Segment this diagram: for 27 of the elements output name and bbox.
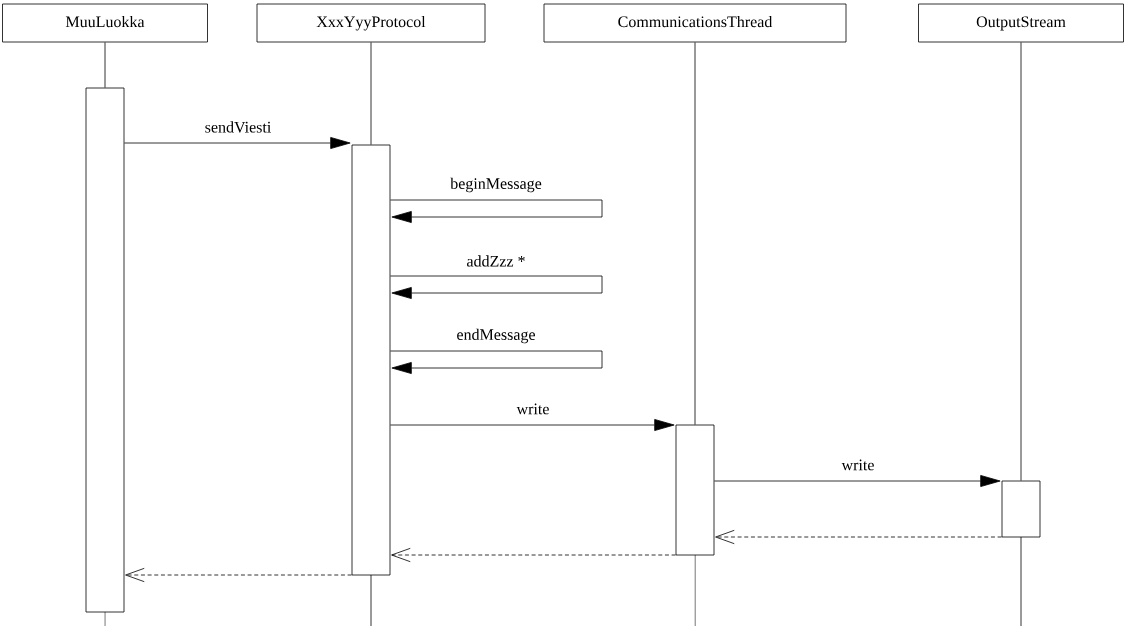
lifeline <box>694 42 696 425</box>
message-arrow <box>714 475 1001 487</box>
edge-label: write <box>840 458 876 472</box>
self-message-arrow <box>390 275 603 299</box>
edge-label: beginMessage <box>448 176 544 194</box>
edge-label: endMessage <box>455 327 537 345</box>
lifeline-head-box: CommunicationsThread <box>543 3 847 43</box>
activation-bar <box>675 424 715 556</box>
activation-bar <box>85 87 125 613</box>
self-message-arrow <box>390 199 603 223</box>
return-arrow <box>125 567 352 583</box>
activation-bar <box>1001 480 1041 538</box>
activation-bar <box>351 144 391 576</box>
lifeline-head-box: MuuLuokka <box>2 3 208 43</box>
edge-label: write <box>515 402 551 416</box>
edge-label: sendViesti <box>203 120 273 134</box>
lifeline <box>370 42 372 145</box>
return-arrow <box>391 547 676 563</box>
message-arrow <box>390 419 675 431</box>
lifeline-head-box: OutputStream <box>918 3 1124 43</box>
self-message-arrow <box>390 350 603 374</box>
return-arrow <box>715 529 1002 545</box>
message-arrow <box>124 137 351 149</box>
lifeline-head-box: XxxYyyProtocol <box>256 3 486 43</box>
lifeline <box>104 42 106 88</box>
lifeline <box>1020 42 1022 481</box>
edge-label: addZzz * <box>465 254 527 268</box>
